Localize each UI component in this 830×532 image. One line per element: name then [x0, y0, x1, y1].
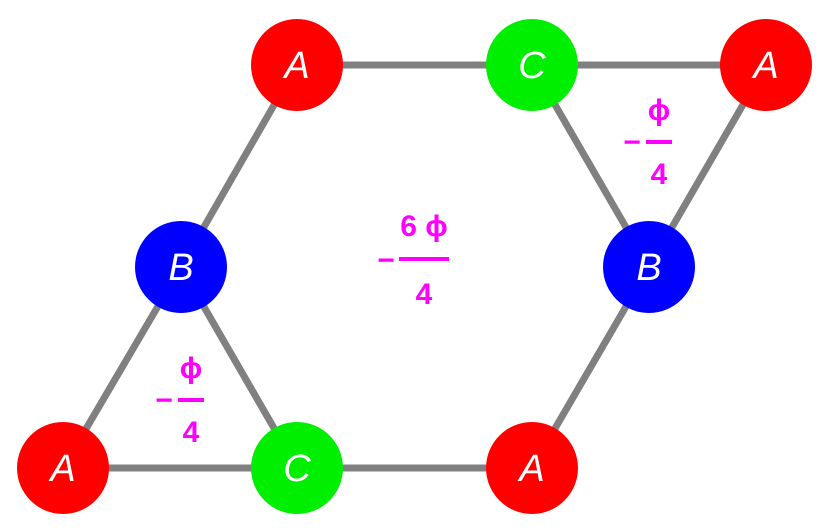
node-circle — [135, 221, 227, 313]
triangle-right-flux-label: − ϕ 4 — [623, 94, 672, 191]
node-b2: B — [603, 221, 695, 313]
triangle-left-flux-sign: − — [155, 384, 173, 417]
node-circle — [486, 422, 578, 514]
node-c1: C — [486, 19, 578, 111]
triangle-left-flux-label: − ϕ 4 — [155, 352, 204, 449]
node-circle — [720, 19, 812, 111]
node-a3: A — [17, 422, 109, 514]
triangle-right-flux-denominator: 4 — [651, 158, 668, 191]
node-label: C — [283, 448, 311, 490]
triangle-left-flux-numerator: ϕ — [180, 352, 203, 385]
node-b1: B — [135, 221, 227, 313]
node-circle — [17, 422, 109, 514]
triangle-right-flux-numerator: ϕ — [648, 94, 671, 127]
hexagon-flux-sign: − — [377, 244, 395, 277]
hexagon-flux-numerator: 6 ϕ — [400, 210, 448, 243]
node-circle — [603, 221, 695, 313]
node-a4: A — [486, 422, 578, 514]
node-label: A — [517, 448, 544, 490]
triangle-left-flux-denominator: 4 — [183, 416, 200, 449]
nodes: A C A B B A C A — [17, 19, 812, 514]
node-label: C — [518, 45, 546, 87]
node-label: B — [636, 247, 661, 289]
node-label: A — [48, 448, 75, 490]
node-label: A — [751, 45, 778, 87]
node-circle — [486, 19, 578, 111]
hexagon-flux-denominator: 4 — [416, 278, 433, 311]
node-circle — [251, 422, 343, 514]
node-a2: A — [720, 19, 812, 111]
hexagon-flux-label: − 6 ϕ 4 — [377, 210, 449, 311]
node-circle — [251, 19, 343, 111]
node-label: A — [282, 45, 309, 87]
node-a1: A — [251, 19, 343, 111]
node-c2: C — [251, 422, 343, 514]
node-label: B — [168, 247, 193, 289]
triangle-right-flux-sign: − — [623, 126, 641, 159]
